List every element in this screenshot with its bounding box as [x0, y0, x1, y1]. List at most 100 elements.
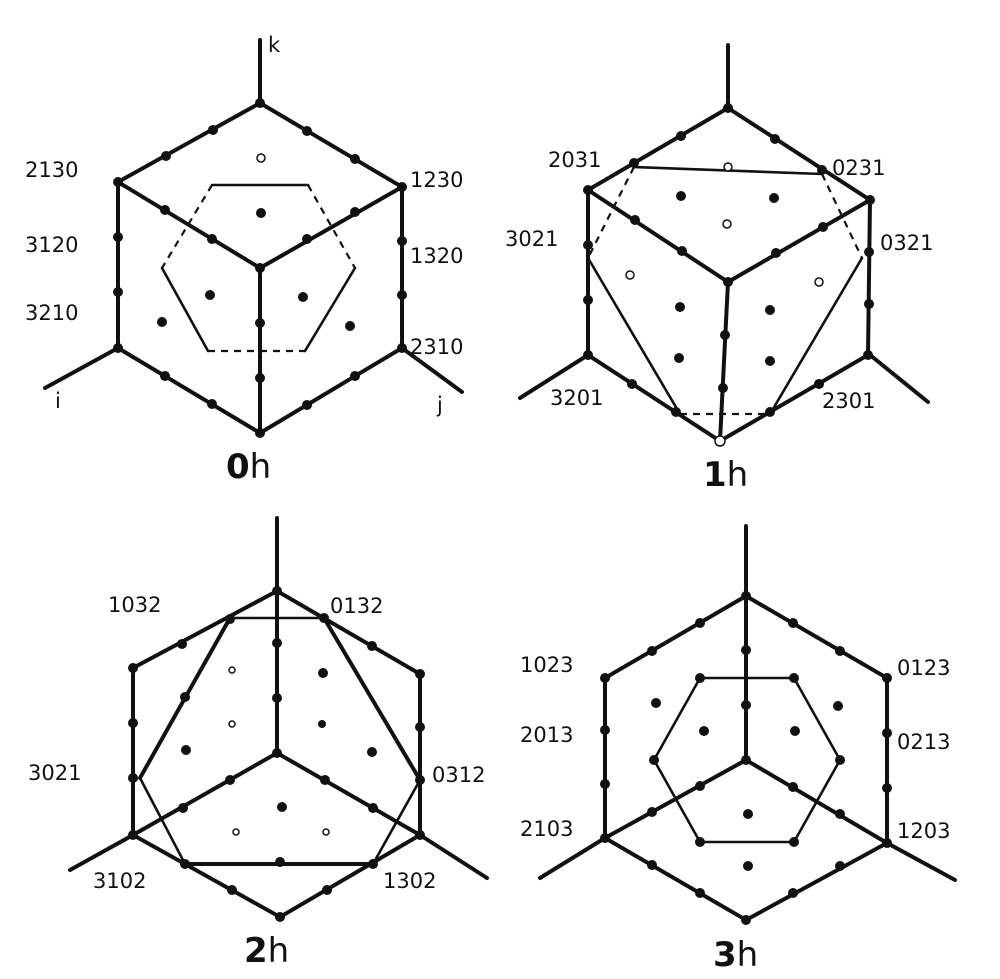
lattice-dot	[835, 861, 845, 871]
inner-hex-edge	[768, 256, 864, 416]
lattice-dot	[128, 718, 138, 728]
lattice-dot	[600, 725, 610, 735]
lattice-dot	[741, 591, 751, 601]
lattice-dot	[583, 295, 593, 305]
vertex-label: 2031	[548, 148, 601, 172]
panel-3h: 1023 0123 2013 0213 2103 1203 3h	[520, 524, 957, 975]
vertex-label: 2301	[822, 389, 875, 413]
lattice-dot	[630, 215, 640, 225]
lattice-dots	[583, 103, 875, 447]
lattice-dot	[625, 270, 635, 280]
j-axis-line	[400, 346, 464, 394]
lattice-dot	[318, 668, 328, 678]
lattice-dot	[319, 613, 329, 623]
vertex-label: 3102	[93, 869, 146, 893]
lattice-dot	[817, 165, 827, 175]
axis-label-j: j	[436, 393, 443, 417]
lattice-dot	[180, 859, 190, 869]
lattice-dot	[277, 802, 287, 812]
i-axis-line	[518, 353, 590, 400]
lattice-dot	[583, 240, 593, 250]
lattice-dot	[178, 803, 188, 813]
lattice-dot	[789, 673, 799, 683]
lattice-dot	[818, 222, 828, 232]
lattice-dot	[743, 809, 753, 819]
lattice-dot	[415, 722, 425, 732]
lattice-dot	[583, 350, 593, 360]
vertex-label: 2310	[410, 335, 463, 359]
lattice-dot	[225, 775, 235, 785]
lattice-dot	[741, 645, 751, 655]
lattice-dot	[415, 669, 425, 679]
lattice-dot	[350, 371, 360, 381]
lattice-dot	[789, 837, 799, 847]
lattice-dot	[397, 343, 407, 353]
lattice-dot	[225, 614, 235, 624]
lattice-dot	[790, 726, 800, 736]
lattice-dot	[113, 343, 123, 353]
cube-inner-edges	[131, 750, 422, 837]
lattice-dot	[181, 745, 191, 755]
vertex-label: 3201	[550, 386, 603, 410]
lattice-dot	[814, 277, 824, 287]
lattice-dot	[770, 134, 780, 144]
lattice-dot	[741, 755, 751, 765]
lattice-dot	[722, 219, 732, 229]
lattice-dot	[741, 700, 751, 710]
vertex-label: 3210	[25, 301, 78, 325]
lattice-dot	[583, 185, 593, 195]
lattice-dot	[835, 809, 845, 819]
vertex-label: 0132	[330, 594, 383, 618]
lattice-dot	[674, 353, 684, 363]
lattice-dot	[350, 154, 360, 164]
i-axis-line	[538, 836, 607, 880]
lattice-dot	[677, 246, 687, 256]
lattice-dot	[627, 379, 637, 389]
vertex-label: 1203	[897, 819, 950, 843]
lattice-dot	[298, 292, 308, 302]
lattice-dot	[882, 673, 892, 683]
lattice-dot	[255, 263, 265, 273]
lattice-dot	[723, 277, 733, 287]
panel-caption: 2h	[244, 931, 289, 971]
lattice-dot	[113, 232, 123, 242]
lattice-dot	[788, 782, 798, 792]
lattice-dot	[765, 356, 775, 366]
cube-inner-edges	[116, 180, 404, 271]
caption-number: 0	[226, 447, 250, 487]
lattice-dot	[368, 859, 378, 869]
lattice-dot	[600, 833, 610, 843]
lattice-dot	[256, 153, 266, 163]
lattice-dot	[676, 191, 686, 201]
j-axis-line	[418, 833, 489, 880]
lattice-dot	[765, 305, 775, 315]
panel-caption: 3h	[713, 935, 758, 975]
lattice-dot	[649, 755, 659, 765]
lattice-dot	[600, 779, 610, 789]
panel-caption: 0h	[226, 447, 271, 487]
lattice-dot	[228, 666, 236, 674]
inner-hex-dashed-edge	[307, 184, 356, 269]
lattice-dot	[128, 663, 138, 673]
vertex-label: 1230	[410, 168, 463, 192]
lattice-dot	[723, 162, 733, 172]
vertex-label: 3021	[505, 227, 558, 251]
lattice-dot	[113, 177, 123, 187]
vertex-label: 1320	[410, 244, 463, 268]
lattice-dot	[397, 182, 407, 192]
lattice-dot	[743, 861, 753, 871]
cube-inner-edges	[586, 188, 872, 285]
lattice-dot	[882, 728, 892, 738]
lattice-dot	[205, 290, 215, 300]
lattice-dot	[833, 701, 843, 711]
lattice-dot	[208, 125, 218, 135]
lattice-dot	[255, 318, 265, 328]
lattice-dot	[651, 698, 661, 708]
inner-hex-edge	[586, 256, 682, 416]
lattice-dot	[160, 371, 170, 381]
lattice-dot	[180, 692, 190, 702]
lattice-dot	[161, 151, 171, 161]
j-axis-line	[868, 353, 930, 404]
lattice-dot	[720, 330, 730, 340]
lattice-dot	[232, 828, 240, 836]
